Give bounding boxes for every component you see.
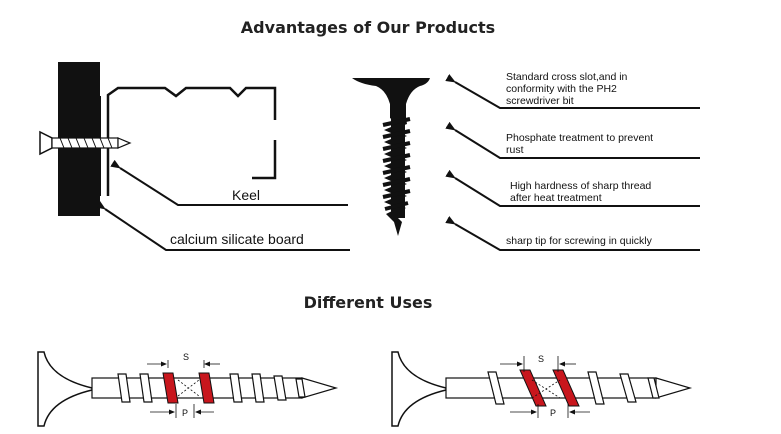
callout-sharp-tip: sharp tip for screwing in quickly	[445, 216, 700, 251]
assembly-screw	[39, 130, 132, 156]
keel-pointer	[110, 159, 348, 206]
callout-cross-slot: Standard cross slot,and in conformity wi…	[445, 71, 700, 109]
screw-fine-thread: S P	[37, 351, 339, 427]
uses-heading: Different Uses	[304, 293, 433, 312]
svg-text:sharp tip for screwing in quic: sharp tip for screwing in quickly	[506, 235, 653, 247]
assembly-diagram: Keel calcium silicate board	[39, 62, 350, 251]
board-pointer	[95, 200, 350, 251]
thread-highlight	[552, 369, 580, 407]
callouts: Standard cross slot,and in conformity wi…	[445, 71, 700, 251]
svg-text:after heat treatment: after heat treatment	[510, 192, 602, 204]
spacing-label-left: S	[183, 352, 189, 362]
keel-lower-flange	[252, 140, 277, 180]
callout-hardness: High hardness of sharp thread after heat…	[445, 169, 700, 207]
spacing-label-right: S	[538, 354, 544, 364]
svg-text:Standard cross slot,and in: Standard cross slot,and in	[506, 71, 628, 83]
drywall-screw-large	[352, 78, 430, 236]
keel-label: Keel	[232, 187, 260, 203]
screw-coarse-thread: S P	[391, 351, 693, 427]
svg-text:Phosphate treatment to prevent: Phosphate treatment to prevent	[506, 132, 653, 144]
svg-text:conformity with the PH2: conformity with the PH2	[506, 83, 617, 95]
callout-phosphate: Phosphate treatment to prevent rust	[445, 121, 700, 159]
advantages-heading: Advantages of Our Products	[241, 18, 495, 37]
svg-text:screwdriver bit: screwdriver bit	[506, 95, 574, 107]
svg-text:High hardness of sharp thread: High hardness of sharp thread	[510, 180, 651, 192]
keel-profile	[106, 86, 277, 196]
thread-highlight	[198, 372, 215, 404]
board-label: calcium silicate board	[170, 231, 304, 247]
thread-highlight	[162, 372, 179, 404]
svg-text:rust: rust	[506, 144, 524, 156]
pitch-label-right: P	[550, 408, 556, 418]
pitch-label-left: P	[182, 408, 188, 418]
thread-highlight	[519, 369, 547, 407]
